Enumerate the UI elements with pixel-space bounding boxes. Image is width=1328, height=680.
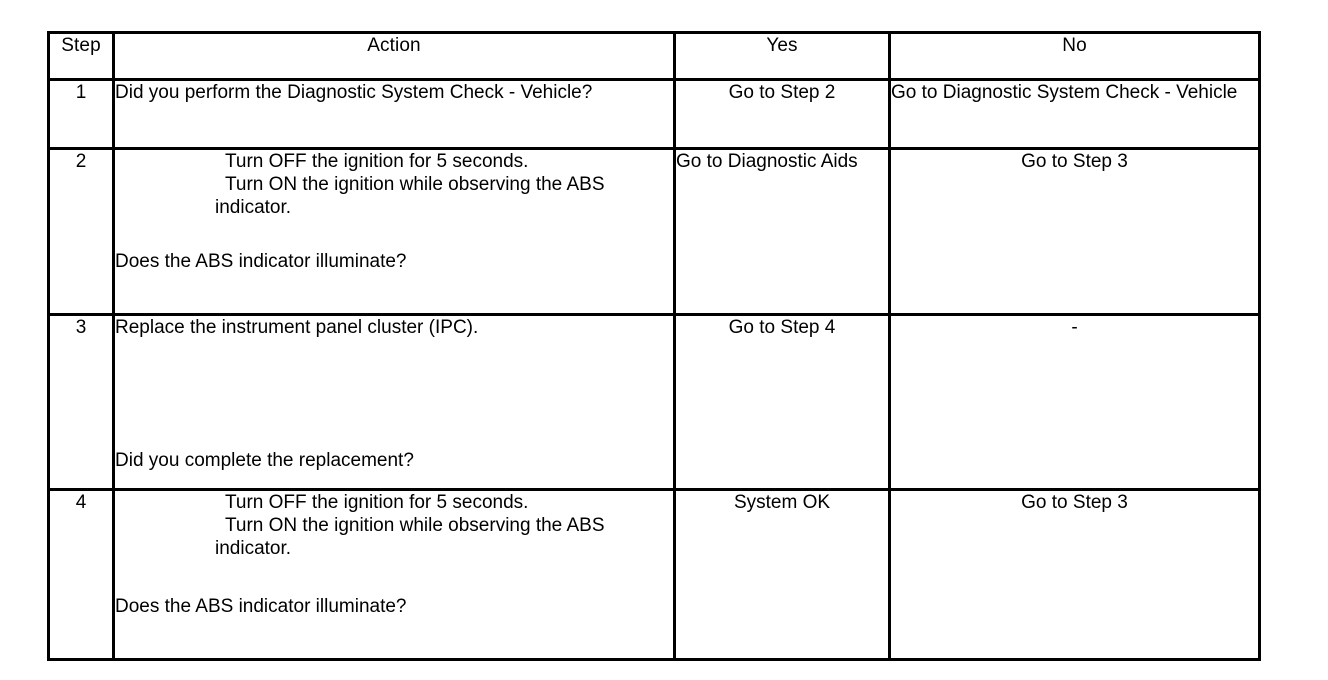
action-question: Did you complete the replacement? — [115, 450, 414, 471]
action-line: Turn OFF the ignition for 5 seconds. — [225, 492, 529, 513]
step-no-result: Go to Step 3 — [888, 147, 1261, 316]
action-line: Replace the instrument panel cluster (IP… — [115, 317, 479, 338]
step-no-result: - — [888, 313, 1261, 491]
action-spacer — [115, 219, 673, 250]
step-yes-result: Go to Step 2 — [673, 78, 891, 150]
step-yes-result: System OK — [673, 488, 891, 661]
action-line: Turn ON the ignition while observing the… — [215, 515, 610, 559]
diagnostic-procedure-table: Step Action Yes No 1 Did you perform the… — [47, 31, 1261, 661]
step-no-result: Go to Step 3 — [888, 488, 1261, 661]
step-number: 4 — [47, 488, 115, 661]
table-row: 3 Replace the instrument panel cluster (… — [47, 313, 1261, 491]
step-action: Turn OFF the ignition for 5 seconds. Tur… — [112, 488, 676, 661]
table-row: 1 Did you perform the Diagnostic System … — [47, 78, 1261, 150]
action-spacer — [115, 560, 673, 595]
step-number: 3 — [47, 313, 115, 491]
action-text: Did you perform the Diagnostic System Ch… — [115, 82, 593, 103]
step-yes-result: Go to Diagnostic Aids — [673, 147, 891, 316]
action-line: Turn ON the ignition while observing the… — [215, 174, 610, 218]
action-spacer — [115, 339, 673, 449]
table-header-row: Step Action Yes No — [47, 31, 1261, 81]
action-question: Does the ABS indicator illuminate? — [115, 251, 407, 272]
table-row: 4 Turn OFF the ignition for 5 seconds. T… — [47, 488, 1261, 661]
column-header-action: Action — [112, 31, 676, 81]
step-number: 1 — [47, 78, 115, 150]
step-number: 2 — [47, 147, 115, 316]
step-action: Replace the instrument panel cluster (IP… — [112, 313, 676, 491]
table-row: 2 Turn OFF the ignition for 5 seconds. T… — [47, 147, 1261, 316]
step-yes-result: Go to Step 4 — [673, 313, 891, 491]
step-no-result: Go to Diagnostic System Check - Vehicle — [888, 78, 1261, 150]
column-header-step: Step — [47, 31, 115, 81]
action-line: Turn OFF the ignition for 5 seconds. — [225, 151, 529, 172]
step-action: Turn OFF the ignition for 5 seconds. Tur… — [112, 147, 676, 316]
column-header-no: No — [888, 31, 1261, 81]
action-question: Does the ABS indicator illuminate? — [115, 596, 407, 617]
column-header-yes: Yes — [673, 31, 891, 81]
step-action: Did you perform the Diagnostic System Ch… — [112, 78, 676, 150]
